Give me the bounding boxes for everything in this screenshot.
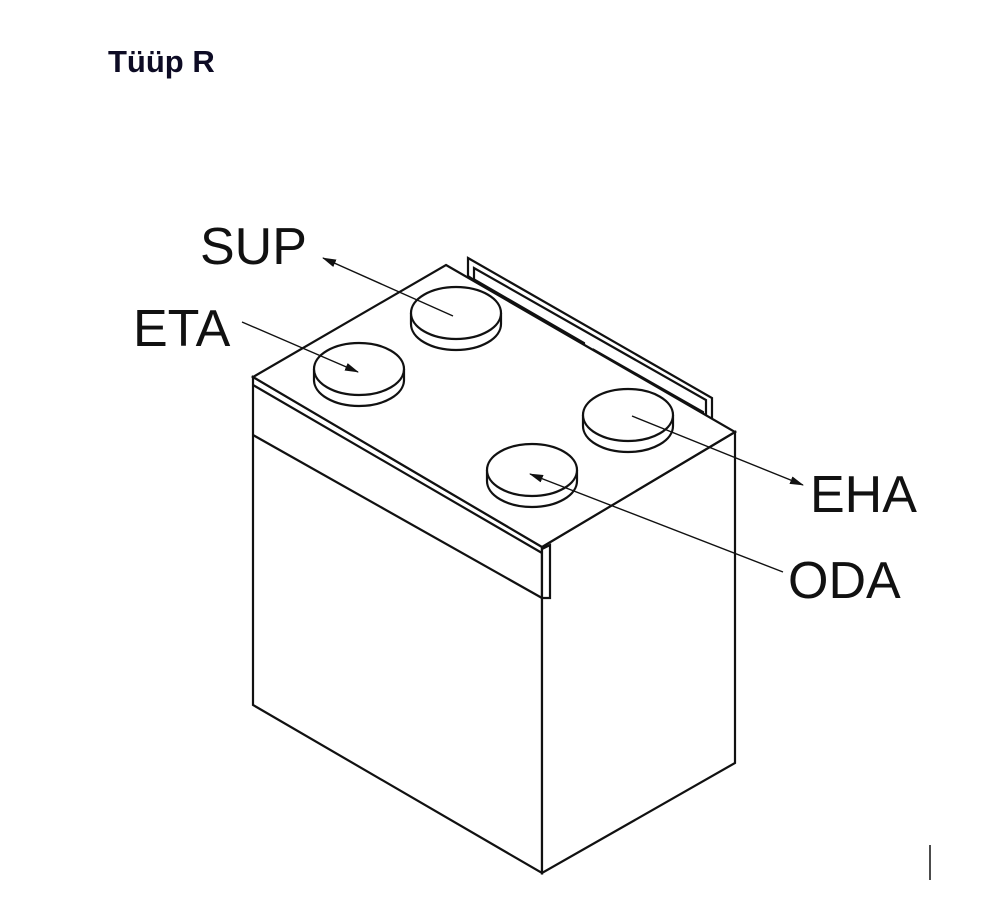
arrow-eta bbox=[241, 321, 359, 373]
duct-sup bbox=[409, 285, 503, 352]
duct-eha bbox=[581, 387, 675, 454]
label-sup: SUP bbox=[200, 218, 307, 276]
diagram-title: Tüüp R bbox=[108, 44, 215, 79]
arrow-oda bbox=[529, 473, 784, 573]
unit-body bbox=[250, 263, 738, 875]
label-eha: EHA bbox=[810, 466, 917, 524]
arrow-eha bbox=[631, 415, 804, 486]
duct-eta bbox=[312, 341, 406, 408]
label-eta: ETA bbox=[133, 300, 231, 358]
label-oda: ODA bbox=[788, 552, 901, 610]
arrow-sup bbox=[322, 257, 454, 317]
